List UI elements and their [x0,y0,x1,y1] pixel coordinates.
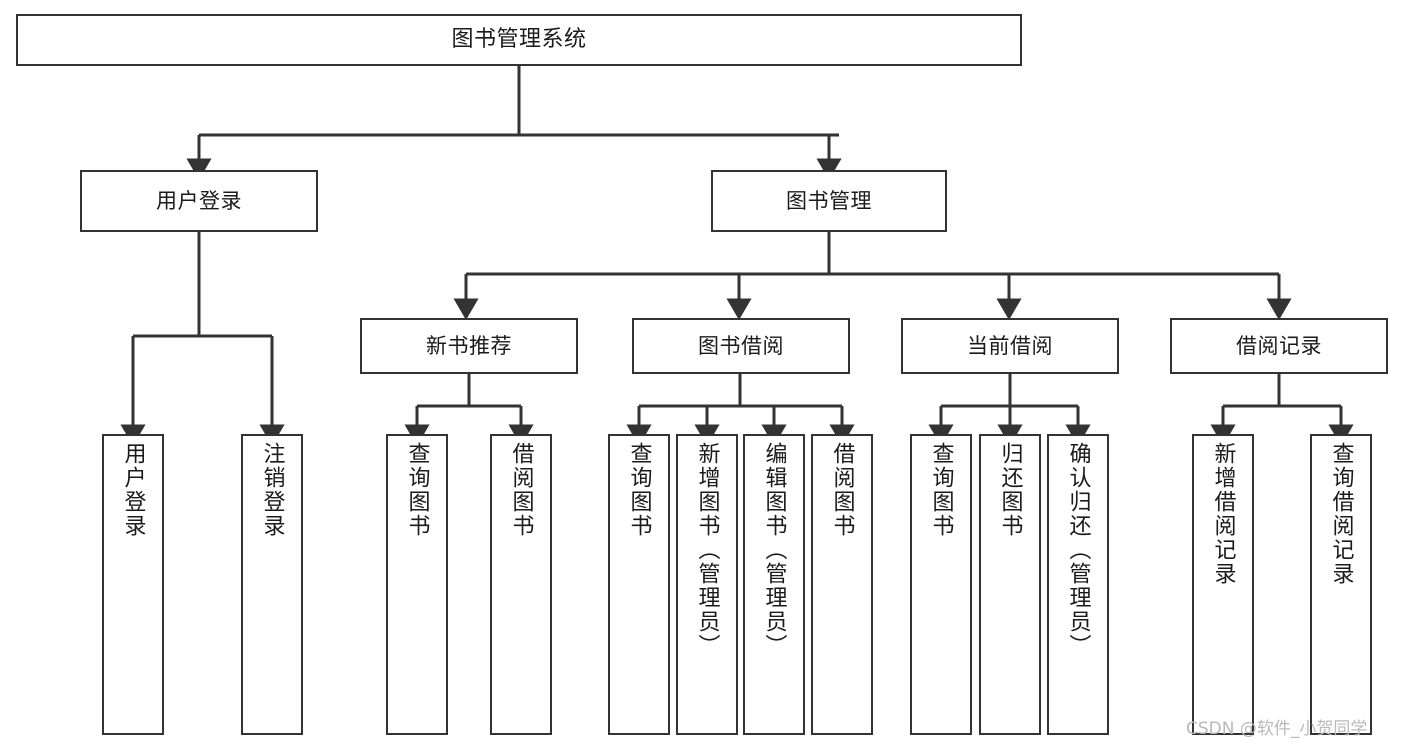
node-label: 借阅图书 [829,442,855,538]
watermark-text: CSDN @软件_小贺同学 [1186,719,1368,739]
node-label: 借阅记录 [1236,333,1322,358]
node-label: 当前借阅 [967,333,1053,358]
node-label: 新书推荐 [426,333,512,358]
leaf-query-book-recommend[interactable]: 查询图书 [386,434,448,735]
node-label: 查询图书 [626,442,652,538]
node-label: 查询图书 [928,442,954,538]
node-label: 图书管理 [786,188,872,213]
node-book-borrow[interactable]: 图书借阅 [632,318,850,374]
node-label: 查询借阅记录 [1328,442,1354,586]
leaf-edit-book[interactable]: 编辑图书（管理员） [743,434,805,735]
leaf-query-borrow-record[interactable]: 查询借阅记录 [1310,434,1372,735]
node-label: 新增图书（管理员） [694,442,720,658]
node-label: 图书借阅 [698,333,784,358]
node-label: 注销登录 [259,442,285,538]
leaf-add-book[interactable]: 新增图书（管理员） [676,434,738,735]
leaf-user-logout[interactable]: 注销登录 [241,434,303,735]
node-label: 新增借阅记录 [1210,442,1236,586]
leaf-query-book-borrow[interactable]: 查询图书 [608,434,670,735]
node-label: 用户登录 [156,188,242,213]
node-label: 用户登录 [120,442,146,538]
node-label: 查询图书 [404,442,430,538]
leaf-user-login[interactable]: 用户登录 [102,434,164,735]
leaf-query-book-current[interactable]: 查询图书 [910,434,972,735]
node-label: 借阅图书 [508,442,534,538]
node-new-book-recommend[interactable]: 新书推荐 [360,318,578,374]
node-label: 归还图书 [997,442,1023,538]
leaf-borrow-book-recommend[interactable]: 借阅图书 [490,434,552,735]
leaf-borrow-book[interactable]: 借阅图书 [811,434,873,735]
node-user-login[interactable]: 用户登录 [80,170,318,232]
node-label: 确认归还（管理员） [1065,442,1091,658]
node-root-system[interactable]: 图书管理系统 [16,14,1022,66]
leaf-confirm-return[interactable]: 确认归还（管理员） [1047,434,1109,735]
node-borrow-record[interactable]: 借阅记录 [1170,318,1388,374]
node-current-borrow[interactable]: 当前借阅 [901,318,1119,374]
node-label: 编辑图书（管理员） [761,442,787,658]
node-label: 图书管理系统 [451,27,587,53]
leaf-add-borrow-record[interactable]: 新增借阅记录 [1192,434,1254,735]
node-book-manage[interactable]: 图书管理 [711,170,947,232]
leaf-return-book[interactable]: 归还图书 [979,434,1041,735]
